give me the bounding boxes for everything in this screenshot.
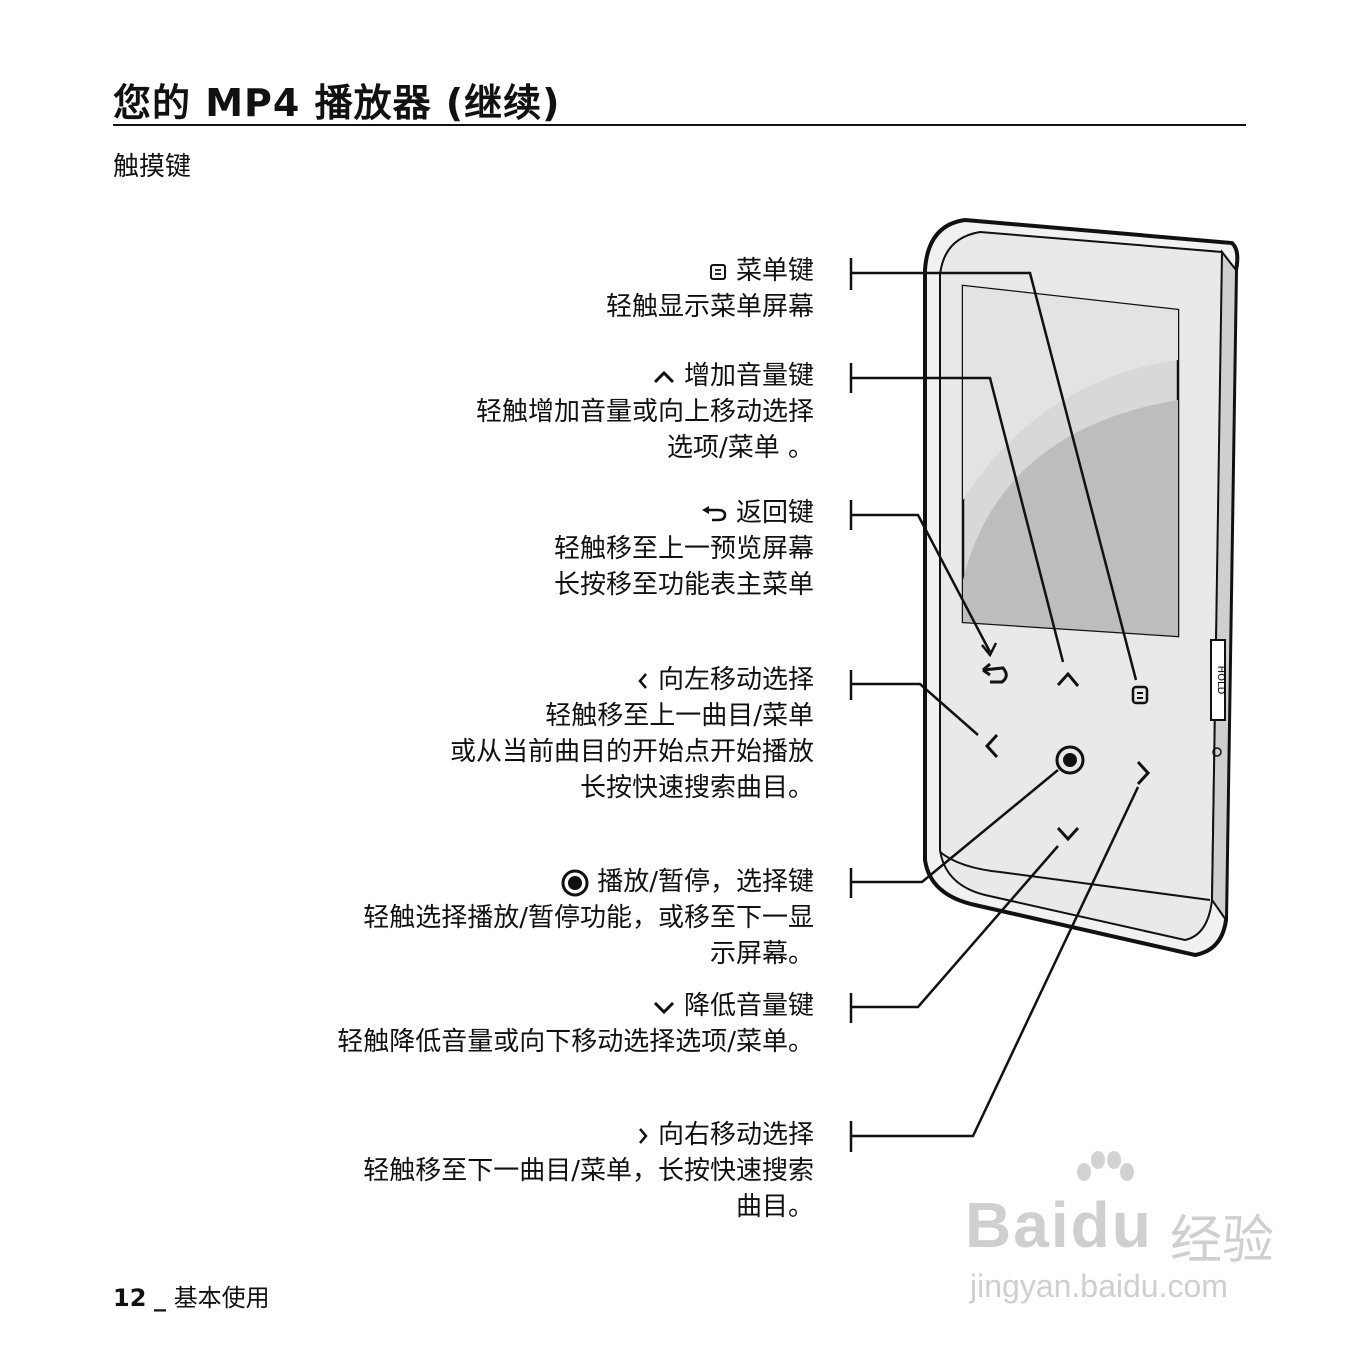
callout-description: 长按快速搜索曲目。 [579,773,814,803]
menu-icon [709,263,726,280]
down-key-icon [1056,826,1080,842]
callout-description: 选项/菜单 。 [666,433,814,463]
callout-description: 示屏幕。 [709,939,814,969]
callout-menu-key: 菜单键 轻触显示菜单屏幕 [606,253,814,325]
callout-description: 轻触选择播放/暂停功能，或移至下一显 [363,903,814,933]
callout-description: 轻触显示菜单屏幕 [605,292,814,322]
callout-heading-text: 降低音量键 [683,991,814,1021]
callout-back-key: 返回键 轻触移至上一预览屏幕 长按移至功能表主菜单 [554,495,814,603]
callout-heading-text: 播放/暂停，选择键 [597,867,814,897]
chevron-down-icon [653,1001,674,1014]
callout-play-key: 播放/暂停，选择键 轻触选择播放/暂停功能，或移至下一显 示屏幕。 [363,864,814,972]
callout-heading-text: 菜单键 [735,256,814,286]
menu-key-icon [1131,685,1149,705]
back-key-icon [982,666,1008,684]
callout-description: 轻触增加音量或向上移动选择 [475,397,814,427]
callout-volume-up-key: 增加音量键 轻触增加音量或向上移动选择 选项/菜单 。 [476,358,814,466]
callout-description: 曲目。 [735,1192,814,1222]
callout-left-key: 向左移动选择 轻触移至上一曲目/菜单 或从当前曲目的开始点开始播放 长按快速搜索… [450,662,814,806]
callout-volume-down-key: 降低音量键 轻触降低音量或向下移动选择选项/菜单。 [337,988,814,1060]
baidu-watermark: Baidu 经验 jingyan.baidu.com [965,1150,1285,1310]
watermark-url: jingyan.baidu.com [970,1268,1228,1304]
title-divider [113,124,1246,126]
callout-heading-text: 增加音量键 [683,361,814,391]
callout-heading-text: 返回键 [735,498,814,528]
back-arrow-icon [701,505,726,521]
callout-heading-text: 向右移动选择 [657,1120,814,1150]
callout-description: 轻触降低音量或向下移动选择选项/菜单。 [337,1027,814,1057]
callout-heading: 向右移动选择 [363,1117,814,1153]
power-icon [1212,747,1222,757]
callout-right-key: 向右移动选择 轻触移至下一曲目/菜单，长按快速搜索 曲目。 [363,1117,814,1225]
left-key-icon [984,733,999,759]
paw-logo-icon [1077,1151,1134,1181]
callout-description: 轻触移至上一预览屏幕 [553,534,814,564]
callout-heading: 菜单键 [606,253,814,289]
callout-description: 轻触移至上一曲目/菜单 [545,701,814,731]
callout-description: 或从当前曲目的开始点开始播放 [449,737,814,767]
chevron-up-icon [653,370,674,383]
watermark-brand: Baidu [965,1189,1153,1261]
watermark-brand-cn: 经验 [1170,1212,1275,1270]
callout-heading: 降低音量键 [337,988,814,1024]
page-footer: 12 _ 基本使用 [113,1278,270,1313]
chevron-right-icon [638,1127,648,1144]
right-key-icon [1136,760,1151,786]
chevron-left-icon [638,672,647,689]
callout-heading: 向左移动选择 [450,662,814,698]
page-number: 12 [113,1284,147,1312]
section-subtitle: 触摸键 [113,152,192,182]
page-title: 您的 MP4 播放器 (继续) [113,81,561,125]
footer-separator: _ [154,1284,167,1312]
up-key-icon [1056,671,1080,687]
device-screen [961,284,1180,638]
hold-label: HOLD [1215,666,1226,695]
leader-lines [849,258,1140,1152]
callout-heading: 播放/暂停，选择键 [363,864,814,900]
hold-switch: HOLD [1210,639,1226,721]
play-select-icon [561,869,589,896]
play-key-icon [1055,745,1085,775]
callout-description: 长按移至功能表主菜单 [553,570,814,600]
callout-heading: 返回键 [554,495,814,531]
callout-heading: 增加音量键 [476,358,814,394]
footer-section: 基本使用 [173,1284,270,1312]
mp4-player-illustration: HOLD [923,217,1240,958]
callout-description: 轻触移至下一曲目/菜单，长按快速搜索 [363,1156,814,1186]
callout-heading-text: 向左移动选择 [657,665,814,695]
